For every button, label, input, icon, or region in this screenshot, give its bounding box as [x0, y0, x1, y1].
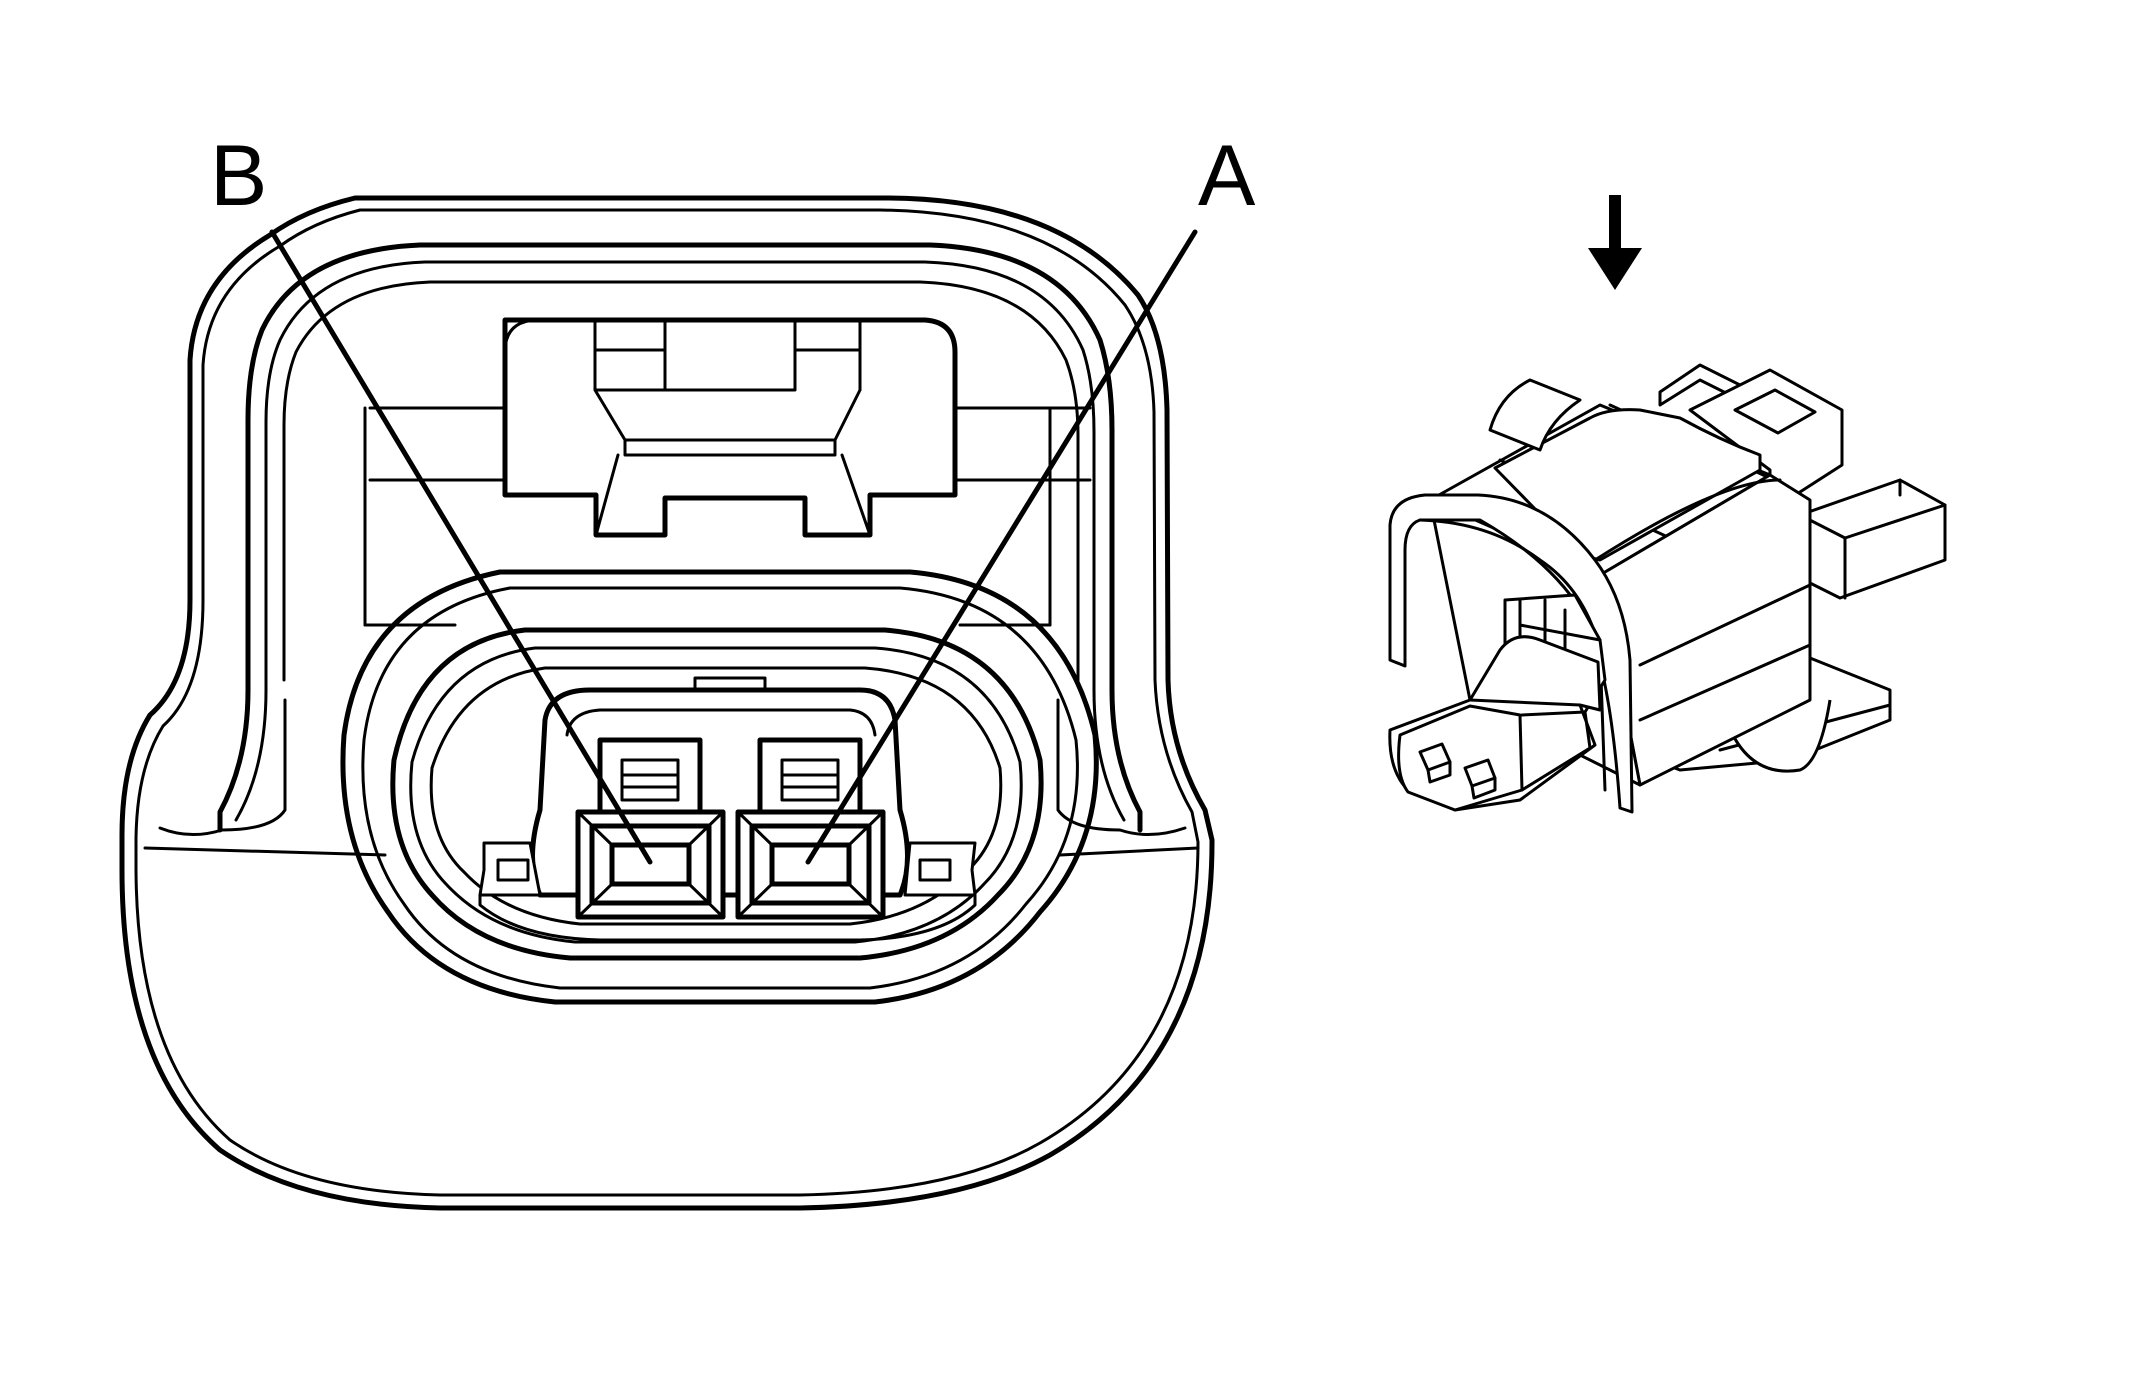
- terminal-a: [735, 737, 886, 920]
- terminal-b-upper-detail: [620, 758, 680, 802]
- seal-ring-4: [429, 666, 1003, 926]
- iso-latch-arm: [1488, 378, 1582, 452]
- terminal-a-upper: [757, 737, 863, 823]
- housing-side-notch-right: [1056, 698, 1187, 837]
- locking-latch-top: [503, 318, 537, 354]
- iso-mating-nose-face: [1397, 704, 1524, 812]
- terminal-body-outer: [340, 569, 1099, 1005]
- housing-skirt-line: [143, 846, 1200, 857]
- connector-face-view: B A: [119, 128, 1256, 1211]
- iso-mating-nose-body: [1468, 635, 1602, 712]
- terminal-b-socket-corners: [576, 810, 725, 919]
- terminal-cavity-bottom: [478, 893, 977, 942]
- iso-main-block-front-ribs: [1638, 583, 1812, 722]
- locking-latch-window: [593, 318, 862, 457]
- terminal-a-socket-corners: [736, 810, 885, 919]
- terminal-label-b: B: [210, 128, 267, 224]
- iso-rear-frame-window: [1733, 388, 1817, 435]
- side-tab-left-hole: [496, 858, 530, 882]
- terminal-a-upper-detail: [780, 758, 840, 802]
- iso-mating-nose-edge: [1520, 710, 1592, 792]
- housing-inner-rim: [234, 260, 1126, 822]
- iso-right-extension-lines: [1798, 478, 1947, 600]
- locking-latch: [502, 317, 958, 538]
- seal-ring-3: [409, 646, 1023, 944]
- side-tab-right: [903, 841, 977, 897]
- locking-latch-ramp: [594, 453, 872, 537]
- seal-ring-2: [390, 627, 1044, 961]
- terminal-cavity-top-key: [693, 676, 767, 692]
- leader-line-b: [269, 229, 653, 865]
- side-tab-left: [478, 841, 542, 897]
- terminal-b: [575, 737, 726, 920]
- housing-outer-outline: [119, 195, 1215, 1211]
- iso-pin-cavity-2-inner: [1470, 776, 1497, 800]
- leader-line-a: [805, 229, 1198, 865]
- seal-ring-1: [361, 586, 1079, 990]
- iso-inner-socket-cells: [1518, 598, 1602, 682]
- terminal-cavity-inner: [565, 708, 877, 737]
- iso-shroud: [1388, 493, 1634, 814]
- iso-right-extension: [1798, 478, 1947, 600]
- housing-outer-rim: [134, 208, 1200, 1197]
- down-arrow-icon: [1588, 195, 1642, 290]
- terminal-a-socket: [735, 809, 886, 920]
- iso-latch: [1493, 408, 1762, 562]
- connector-isometric-view: [1388, 195, 1947, 814]
- iso-shroud-right-flank: [1593, 478, 1782, 562]
- terminal-b-socket: [575, 809, 726, 920]
- side-tab-right-hole: [918, 858, 952, 882]
- housing-inner-wall-left: [217, 242, 423, 833]
- iso-pin-cavity-1-inner: [1426, 760, 1452, 784]
- terminal-label-a: A: [1198, 128, 1256, 224]
